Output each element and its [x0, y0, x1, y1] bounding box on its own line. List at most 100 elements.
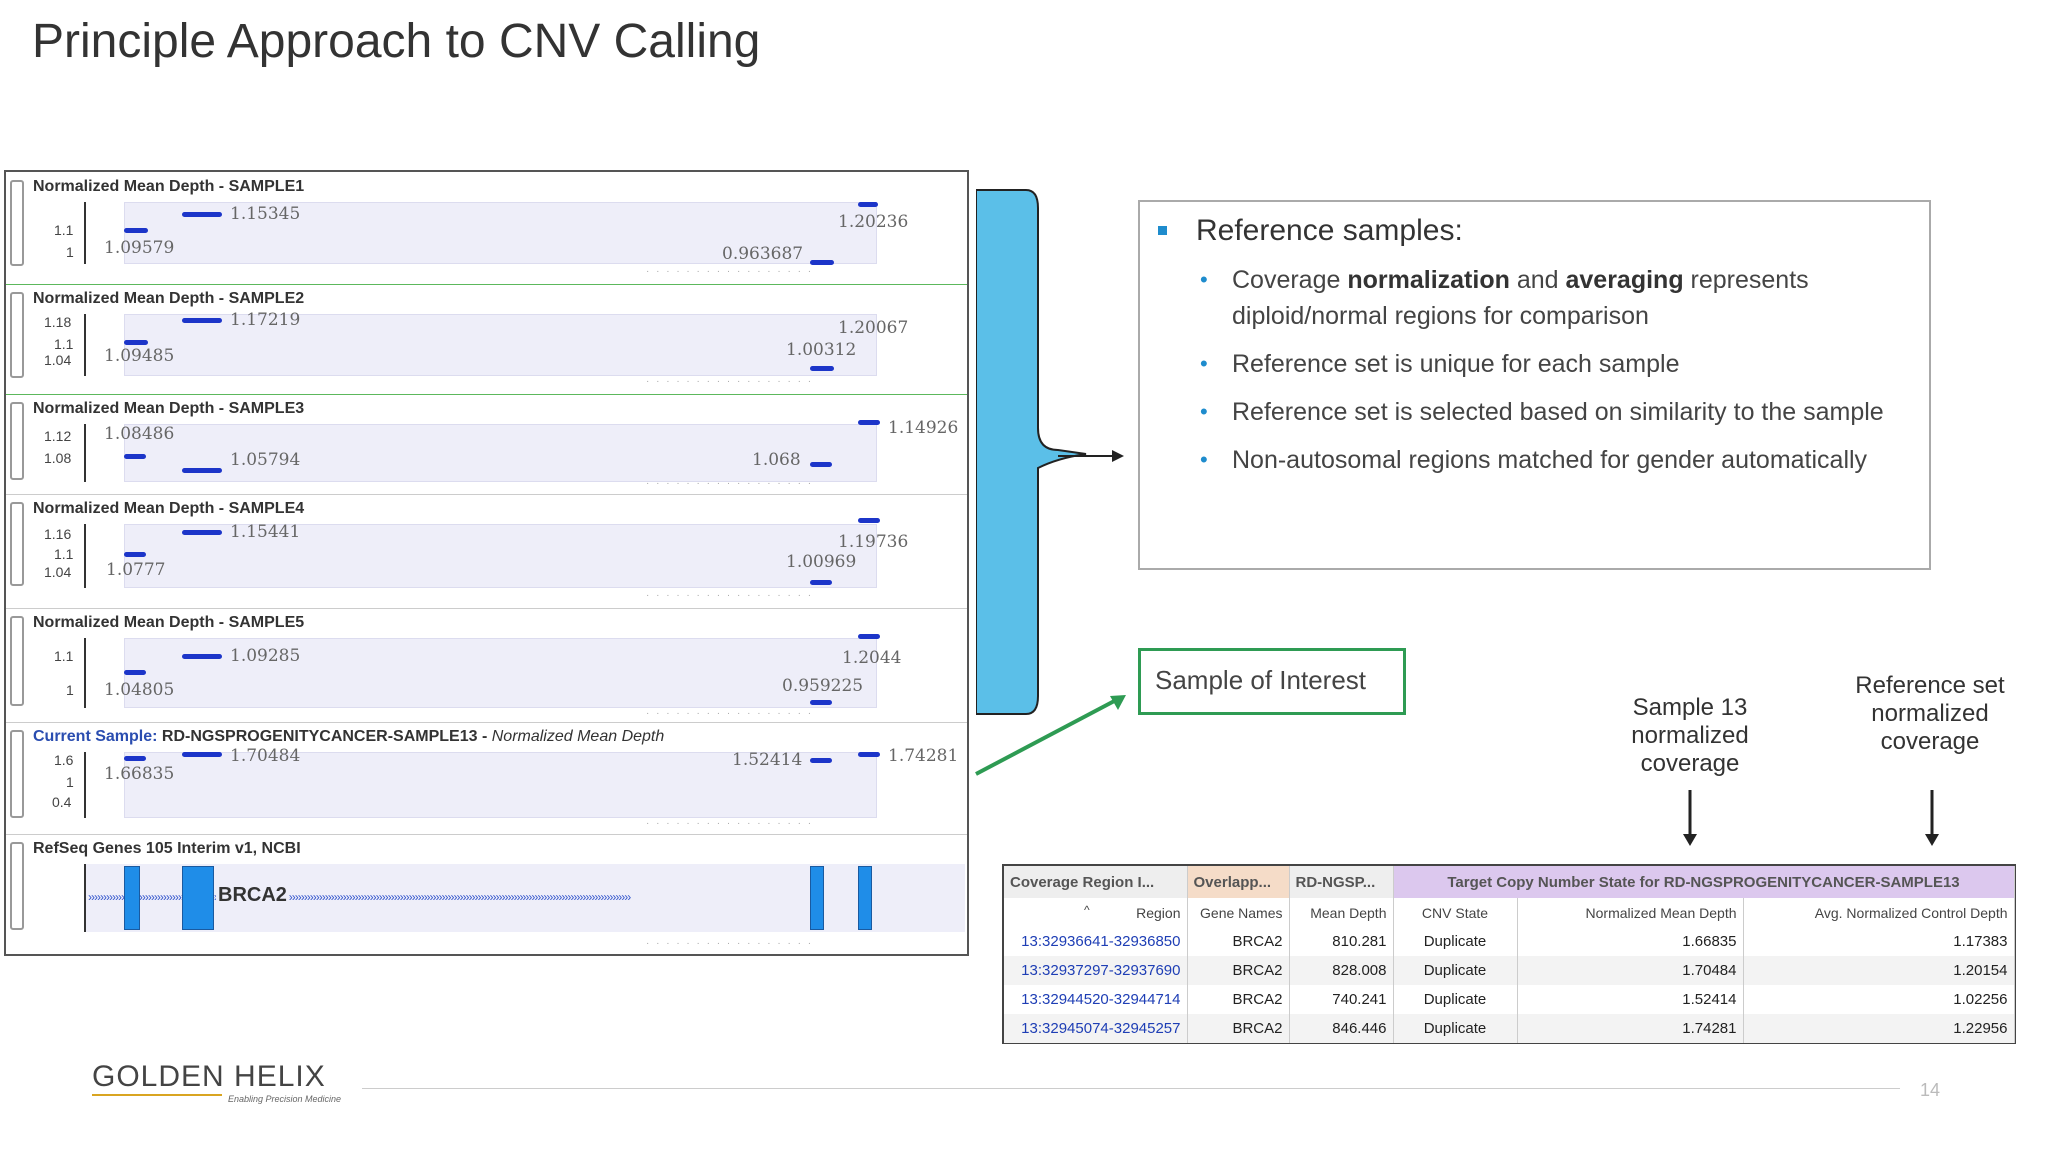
depth-mark [124, 552, 146, 557]
y-tick: 1.04 [44, 564, 72, 580]
cell-control-depth: 1.02256 [1743, 985, 2015, 1014]
track-handle[interactable] [10, 180, 24, 266]
bullet-item: Reference set is unique for each sample [1200, 346, 1910, 382]
y-tick: 1 [66, 244, 74, 260]
region-link[interactable]: 13:32944520-32944714 [1004, 985, 1188, 1014]
group-header-coverage-region[interactable]: Coverage Region I... [1004, 866, 1188, 898]
resize-dots[interactable]: · · · · · · · · · · · · · · · · · [646, 478, 814, 489]
track-handle[interactable] [10, 502, 24, 586]
column-header-avg-normalized-control-depth[interactable]: Avg. Normalized Control Depth [1743, 898, 2015, 927]
depth-mark [124, 454, 146, 459]
value-label: 1.70484 [230, 746, 301, 766]
resize-dots[interactable]: · · · · · · · · · · · · · · · · · [646, 590, 814, 601]
y-axis [84, 202, 88, 264]
bullet-square-icon [1158, 226, 1167, 235]
exon-block [124, 866, 140, 930]
track-plot-area [124, 752, 877, 818]
y-axis [84, 752, 88, 818]
value-label: 1.15441 [230, 522, 301, 542]
region-link[interactable]: 13:32937297-32937690 [1004, 956, 1188, 985]
depth-mark [810, 260, 834, 265]
depth-mark [124, 756, 146, 761]
track-plot-area [124, 424, 877, 482]
bullet-item: Non-autosomal regions matched for gender… [1200, 442, 1910, 478]
depth-mark [810, 758, 832, 763]
table-row[interactable]: 13:32936641-32936850 BRCA2 810.281 Dupli… [1004, 927, 2015, 956]
track-refseq-genes: RefSeq Genes 105 Interim v1, NCBI ››››››… [6, 834, 967, 954]
y-tick: 1.1 [54, 222, 74, 238]
track-sample2: Normalized Mean Depth - SAMPLE2 1.18 1.1… [6, 284, 967, 392]
depth-mark [858, 202, 878, 207]
cell-control-depth: 1.17383 [1743, 927, 2015, 956]
gene-name-label: BRCA2 [216, 884, 289, 907]
y-tick: 1.18 [44, 314, 72, 330]
group-header-target-copy-number[interactable]: Target Copy Number State for RD-NGSPROGE… [1393, 866, 2015, 898]
cell-mean-depth: 846.446 [1289, 1014, 1394, 1043]
track-handle[interactable] [10, 616, 24, 706]
track-handle[interactable] [10, 402, 24, 480]
value-label: 1.20236 [838, 212, 909, 232]
cell-gene: BRCA2 [1187, 927, 1290, 956]
y-tick: 1.1 [54, 648, 74, 664]
value-label: 1.17219 [230, 310, 301, 330]
y-tick: 1 [66, 682, 74, 698]
logo-text: GOLDEN HELIX [92, 1060, 326, 1093]
depth-mark [810, 700, 832, 705]
column-header-cnv-state[interactable]: CNV State [1393, 898, 1518, 927]
sort-indicator-icon: ^ [1084, 902, 1090, 917]
value-label: 1.00969 [786, 552, 857, 572]
green-arrow [975, 695, 1126, 776]
column-header-region[interactable]: ^ Region [1004, 898, 1188, 927]
cell-gene: BRCA2 [1187, 1014, 1290, 1043]
table-row[interactable]: 13:32944520-32944714 BRCA2 740.241 Dupli… [1004, 985, 2015, 1014]
value-label: 1.14926 [888, 418, 959, 438]
track-sample1: Normalized Mean Depth - SAMPLE1 1.1 1 1.… [6, 172, 967, 280]
reference-coverage-label: Reference set normalized coverage [1855, 672, 2005, 755]
table-row[interactable]: 13:32945074-32945257 BRCA2 846.446 Dupli… [1004, 1014, 2015, 1043]
depth-mark [182, 212, 222, 217]
reference-bracket [976, 189, 1124, 715]
group-header-rd-ngsp[interactable]: RD-NGSP... [1289, 866, 1394, 898]
down-arrow-icon [1683, 790, 1697, 846]
reference-bullet-list: Coverage normalization and averaging rep… [1200, 262, 1910, 490]
value-label: 1.05794 [230, 450, 301, 470]
cell-gene: BRCA2 [1187, 956, 1290, 985]
logo-tagline: Enabling Precision Medicine [228, 1094, 342, 1104]
track-plot-area [124, 202, 877, 264]
track-handle[interactable] [10, 730, 24, 818]
bullet-text: Coverage [1232, 266, 1348, 294]
resize-dots[interactable]: · · · · · · · · · · · · · · · · · [646, 266, 814, 277]
y-tick: 1.16 [44, 526, 72, 542]
depth-mark [810, 462, 832, 467]
column-header-text: Region [1136, 904, 1181, 921]
track-label: Normalized Mean Depth - SAMPLE3 [33, 400, 305, 417]
column-header-normalized-mean-depth[interactable]: Normalized Mean Depth [1517, 898, 1744, 927]
sample13-coverage-label: Sample 13 normalized coverage [1631, 694, 1749, 777]
region-link[interactable]: 13:32945074-32945257 [1004, 1014, 1188, 1043]
resize-dots[interactable]: · · · · · · · · · · · · · · · · · [646, 376, 814, 387]
group-header-overlapping[interactable]: Overlapp... [1187, 866, 1290, 898]
resize-dots[interactable]: · · · · · · · · · · · · · · · · · [646, 708, 814, 719]
exon-block [182, 866, 214, 930]
cell-gene: BRCA2 [1187, 985, 1290, 1014]
value-label: 0.963687 [722, 244, 804, 264]
down-arrow-icon [1925, 790, 1939, 846]
bracket-shape [976, 189, 1087, 715]
logo-underline [92, 1094, 222, 1096]
column-header-gene-names[interactable]: Gene Names [1187, 898, 1290, 927]
region-link[interactable]: 13:32936641-32936850 [1004, 927, 1188, 956]
value-label: 1.20067 [838, 318, 909, 338]
bullet-bold-text: normalization [1347, 266, 1510, 294]
value-label: 1.2044 [842, 648, 902, 668]
resize-dots[interactable]: · · · · · · · · · · · · · · · · · [646, 818, 814, 829]
value-label: 1.00312 [786, 340, 857, 360]
track-handle[interactable] [10, 292, 24, 378]
track-separator [6, 608, 967, 609]
current-sample-name: RD-NGSPROGENITYCANCER-SAMPLE13 - [161, 728, 488, 745]
table-row[interactable]: 13:32937297-32937690 BRCA2 828.008 Dupli… [1004, 956, 2015, 985]
y-tick: 1.04 [44, 352, 72, 368]
track-handle[interactable] [10, 842, 24, 930]
resize-dots[interactable]: · · · · · · · · · · · · · · · · · [646, 938, 814, 949]
column-header-mean-depth[interactable]: Mean Depth [1289, 898, 1394, 927]
green-arrow-line [975, 696, 1121, 776]
